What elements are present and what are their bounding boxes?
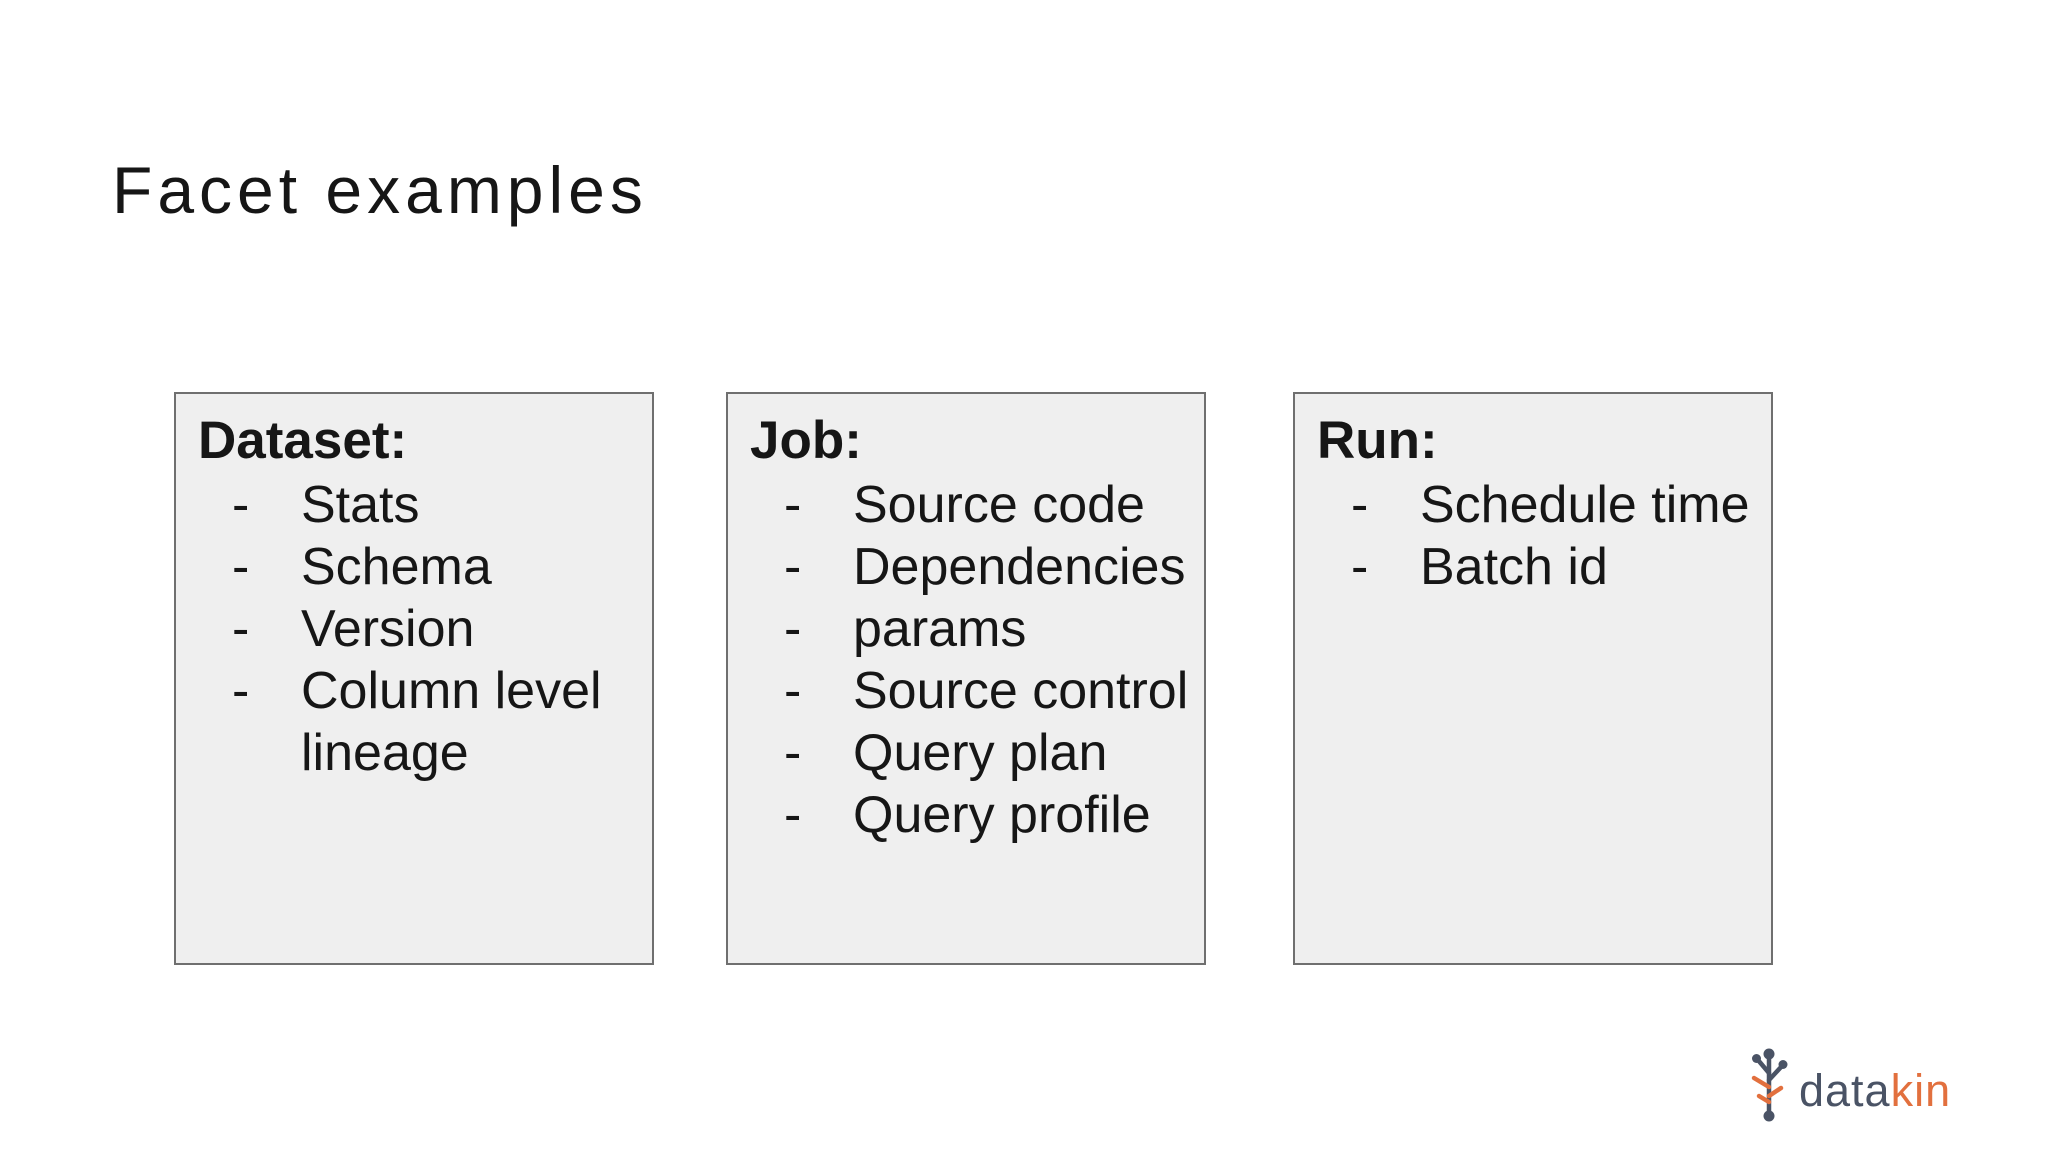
list-item: - Version bbox=[198, 598, 646, 660]
list-item: - Source code bbox=[750, 474, 1198, 536]
datakin-wordmark: datakin bbox=[1799, 1068, 1951, 1113]
bullet-dash: - bbox=[232, 662, 250, 720]
bullet-dash: - bbox=[784, 476, 802, 534]
bullet-dash: - bbox=[784, 600, 802, 658]
list-item-label: Query profile bbox=[853, 786, 1151, 844]
logo-text-data: data bbox=[1799, 1065, 1891, 1116]
list-item: - Query plan bbox=[750, 722, 1198, 784]
list-item-label: Query plan bbox=[853, 724, 1108, 782]
list-item-label: Dependencies bbox=[853, 538, 1186, 596]
list-item: - Source control bbox=[750, 660, 1198, 722]
list-item-label: params bbox=[853, 600, 1027, 658]
list-item: - Column level lineage bbox=[198, 660, 646, 784]
bullet-dash: - bbox=[784, 724, 802, 782]
list-item-label: Column level lineage bbox=[301, 662, 602, 782]
logo-text-kin: kin bbox=[1890, 1065, 1952, 1116]
bullet-dash: - bbox=[1351, 476, 1369, 534]
list-item-label: Source code bbox=[853, 476, 1145, 534]
datakin-logo: datakin bbox=[1746, 1046, 1951, 1124]
run-facet-box: Run: - Schedule time - Batch id bbox=[1293, 392, 1773, 965]
bullet-dash: - bbox=[232, 476, 250, 534]
list-item: - Batch id bbox=[1317, 536, 1765, 598]
list-item: - Dependencies bbox=[750, 536, 1198, 598]
bullet-dash: - bbox=[232, 600, 250, 658]
list-item: - Stats bbox=[198, 474, 646, 536]
list-item-label: Version bbox=[301, 600, 475, 658]
dataset-box-header: Dataset: bbox=[198, 411, 408, 470]
list-item-label: Source control bbox=[853, 662, 1189, 720]
list-item-label: Schedule time bbox=[1420, 476, 1750, 534]
run-box-header: Run: bbox=[1317, 411, 1438, 470]
list-item: - Schema bbox=[198, 536, 646, 598]
job-facet-box: Job: - Source code - Dependencies - para… bbox=[726, 392, 1206, 965]
list-item-label: Batch id bbox=[1420, 538, 1608, 596]
job-box-header: Job: bbox=[750, 411, 862, 470]
list-item: - params bbox=[750, 598, 1198, 660]
list-item: - Schedule time bbox=[1317, 474, 1765, 536]
bullet-dash: - bbox=[232, 538, 250, 596]
datakin-tree-icon bbox=[1751, 1048, 1788, 1122]
bullet-dash: - bbox=[1351, 538, 1369, 596]
slide-title: Facet examples bbox=[112, 153, 648, 227]
list-item-label: Schema bbox=[301, 538, 492, 596]
list-item-label: Stats bbox=[301, 476, 420, 534]
list-item: - Query profile bbox=[750, 784, 1198, 846]
bullet-dash: - bbox=[784, 538, 802, 596]
bullet-dash: - bbox=[784, 662, 802, 720]
bullet-dash: - bbox=[784, 786, 802, 844]
dataset-facet-box: Dataset: - Stats - Schema - Version - Co… bbox=[174, 392, 654, 965]
